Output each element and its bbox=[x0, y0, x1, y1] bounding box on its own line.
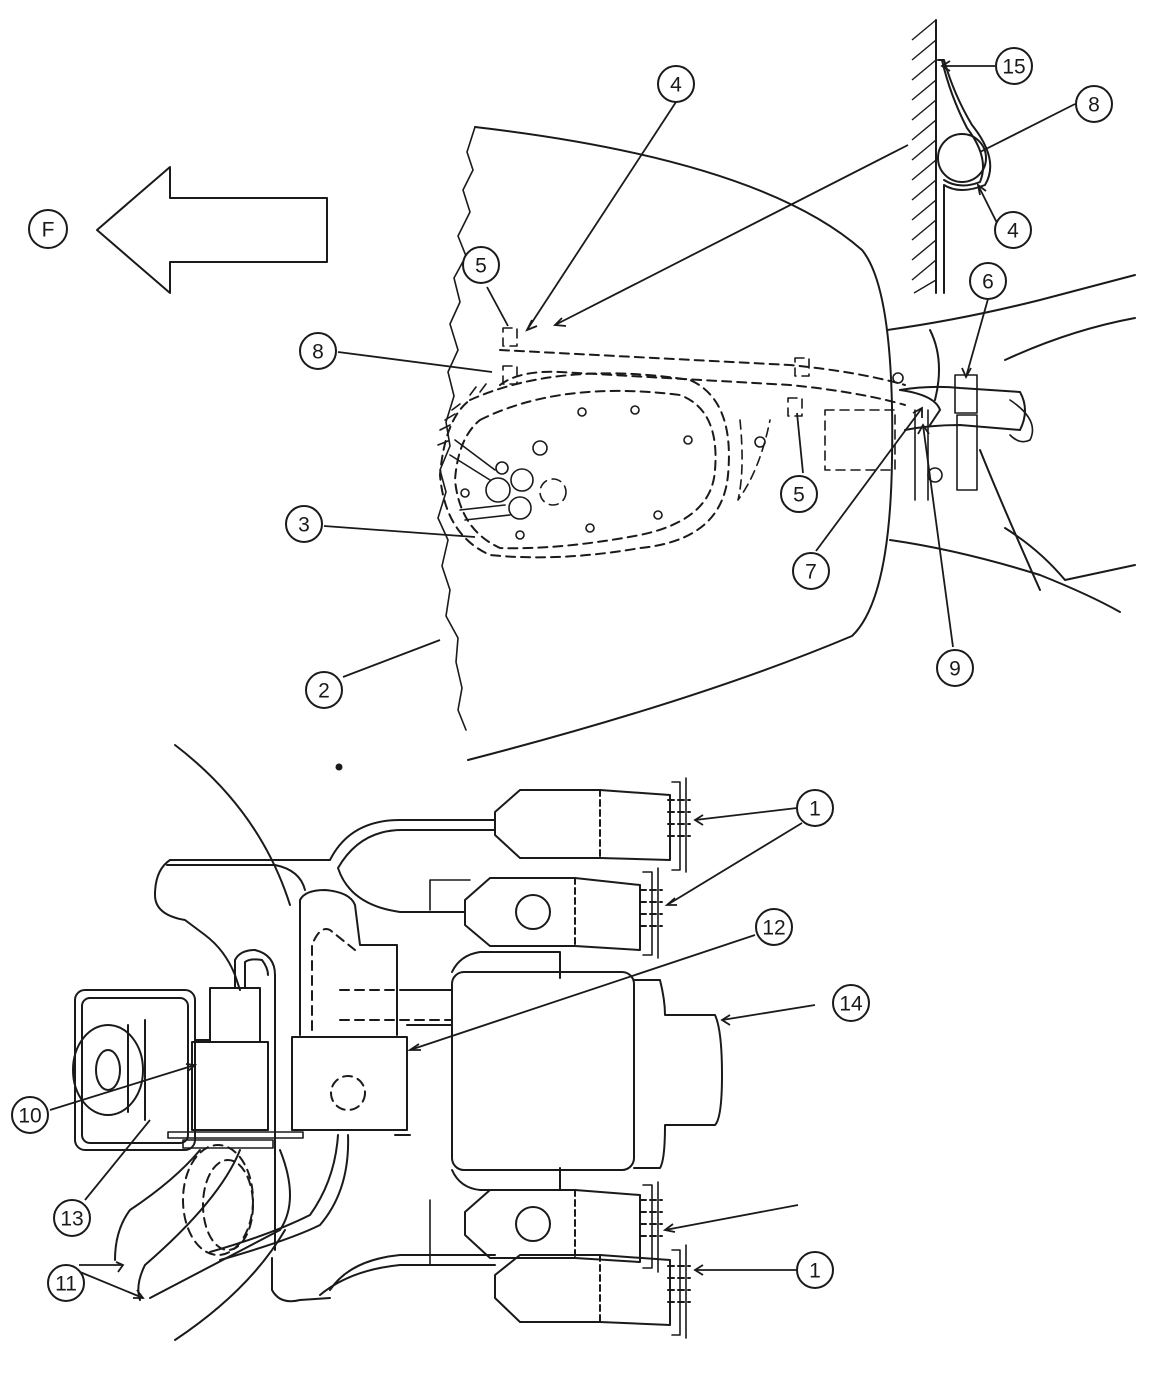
callout-15: 15 bbox=[995, 47, 1033, 85]
svg-text:8: 8 bbox=[312, 341, 324, 364]
callout-5b: 5 bbox=[780, 475, 818, 513]
svg-text:14: 14 bbox=[839, 993, 863, 1016]
svg-text:4: 4 bbox=[670, 74, 682, 97]
svg-text:10: 10 bbox=[18, 1105, 41, 1128]
svg-text:15: 15 bbox=[1002, 56, 1025, 79]
fuel-tank bbox=[437, 126, 906, 761]
svg-text:5: 5 bbox=[793, 484, 805, 507]
callout-9: 9 bbox=[936, 649, 974, 687]
hose-cross-section bbox=[937, 133, 987, 183]
frame-rear bbox=[886, 274, 1136, 613]
svg-text:12: 12 bbox=[762, 917, 785, 940]
svg-text:8: 8 bbox=[1088, 94, 1100, 117]
svg-text:2: 2 bbox=[318, 680, 330, 703]
svg-text:4: 4 bbox=[1007, 220, 1019, 243]
hose-clamp bbox=[954, 374, 978, 414]
svg-text:3: 3 bbox=[298, 514, 310, 537]
fuel-pump-plate bbox=[454, 389, 717, 550]
detail-inset bbox=[911, 19, 992, 294]
callout-4b: 4 bbox=[994, 211, 1032, 249]
svg-text:7: 7 bbox=[805, 561, 817, 584]
callout-11: 11 bbox=[47, 1264, 85, 1302]
callout-1b: 1 bbox=[796, 1251, 834, 1289]
svg-text:1: 1 bbox=[809, 798, 821, 821]
svg-text:11: 11 bbox=[55, 1273, 77, 1296]
svg-text:1: 1 bbox=[809, 1260, 821, 1283]
callout-8b: 8 bbox=[1075, 85, 1113, 123]
callout-7: 7 bbox=[792, 552, 830, 590]
callout-12: 12 bbox=[755, 908, 793, 946]
callout-4a: 4 bbox=[657, 65, 695, 103]
callout-1a: 1 bbox=[796, 789, 834, 827]
callout-8a: 8 bbox=[299, 332, 337, 370]
callout-leaders bbox=[49, 60, 1076, 1299]
evap-assembly bbox=[72, 744, 723, 1341]
callout-3: 3 bbox=[285, 505, 323, 543]
callout-13: 13 bbox=[53, 1199, 91, 1237]
callout-6: 6 bbox=[969, 262, 1007, 300]
callout-14: 14 bbox=[832, 984, 870, 1022]
svg-text:9: 9 bbox=[949, 658, 961, 681]
svg-text:13: 13 bbox=[60, 1208, 83, 1231]
direction-label: F bbox=[42, 219, 55, 242]
svg-text:5: 5 bbox=[475, 255, 487, 278]
callout-2: 2 bbox=[305, 671, 343, 709]
callout-10: 10 bbox=[11, 1096, 49, 1134]
front-direction-arrow: F bbox=[28, 166, 328, 294]
callout-5a: 5 bbox=[462, 246, 500, 284]
svg-text:6: 6 bbox=[982, 271, 994, 294]
direction-badge bbox=[28, 209, 68, 249]
